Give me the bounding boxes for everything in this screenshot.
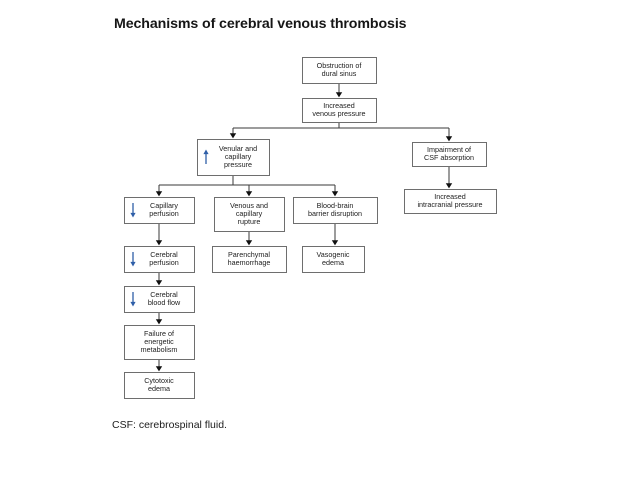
node-box bbox=[412, 142, 487, 167]
connector-layer bbox=[155, 83, 453, 372]
arrowhead-icon bbox=[245, 240, 253, 246]
arrow-head bbox=[130, 261, 136, 267]
footnote-abbreviation: CSF: cerebrospinal fluid. bbox=[112, 419, 227, 431]
arrowhead-icon bbox=[335, 92, 343, 98]
connector-csf_impairment-to-intracranial_pressure bbox=[445, 166, 453, 189]
connector-cerebral_blood_flow-to-energetic_failure bbox=[155, 312, 163, 325]
arrowhead-icon bbox=[155, 280, 163, 286]
connector-bbb_disruption-to-vasogenic_edema bbox=[331, 223, 339, 246]
connector-obstruction-to-venous_pressure bbox=[335, 83, 343, 98]
node-box bbox=[214, 197, 285, 232]
node-box bbox=[197, 139, 270, 176]
connector-venous_rupture-to-parenchymal_haemorrhage bbox=[245, 231, 253, 246]
arrowhead-icon bbox=[245, 191, 253, 197]
connector-bus-venous_pressure bbox=[229, 122, 453, 142]
arrowhead-icon bbox=[445, 136, 453, 142]
node-box bbox=[124, 286, 195, 313]
node-box bbox=[124, 372, 195, 399]
node-box bbox=[124, 325, 195, 360]
node-box bbox=[302, 246, 365, 273]
node-box bbox=[212, 246, 287, 273]
arrowhead-icon bbox=[331, 191, 339, 197]
arrowhead-icon bbox=[155, 191, 163, 197]
connector-bus-venular_capillary_pressure bbox=[155, 175, 339, 197]
node-box bbox=[124, 246, 195, 273]
arrowhead-icon bbox=[155, 319, 163, 325]
arrowhead-icon bbox=[331, 240, 339, 246]
node-box bbox=[302, 57, 377, 84]
connector-cerebral_perfusion-to-cerebral_blood_flow bbox=[155, 272, 163, 286]
decrease-arrow-icon bbox=[130, 292, 136, 307]
page-title: Mechanisms of cerebral venous thrombosis bbox=[114, 16, 407, 32]
decrease-arrow-icon bbox=[130, 203, 136, 218]
connector-energetic_failure-to-cytotoxic_edema bbox=[155, 359, 163, 372]
arrowhead-icon bbox=[155, 240, 163, 246]
increase-arrow-icon bbox=[203, 149, 209, 164]
arrow-head bbox=[130, 212, 136, 218]
decrease-arrow-icon bbox=[130, 252, 136, 267]
node-box bbox=[293, 197, 378, 224]
arrow-head bbox=[130, 301, 136, 307]
node-box bbox=[404, 189, 497, 214]
node-box bbox=[124, 197, 195, 224]
node-box bbox=[302, 98, 377, 123]
arrowhead-icon bbox=[229, 133, 237, 139]
connector-capillary_perfusion-to-cerebral_perfusion bbox=[155, 223, 163, 246]
arrowhead-icon bbox=[445, 183, 453, 189]
arrowhead-icon bbox=[155, 366, 163, 372]
arrow-head bbox=[203, 149, 209, 155]
